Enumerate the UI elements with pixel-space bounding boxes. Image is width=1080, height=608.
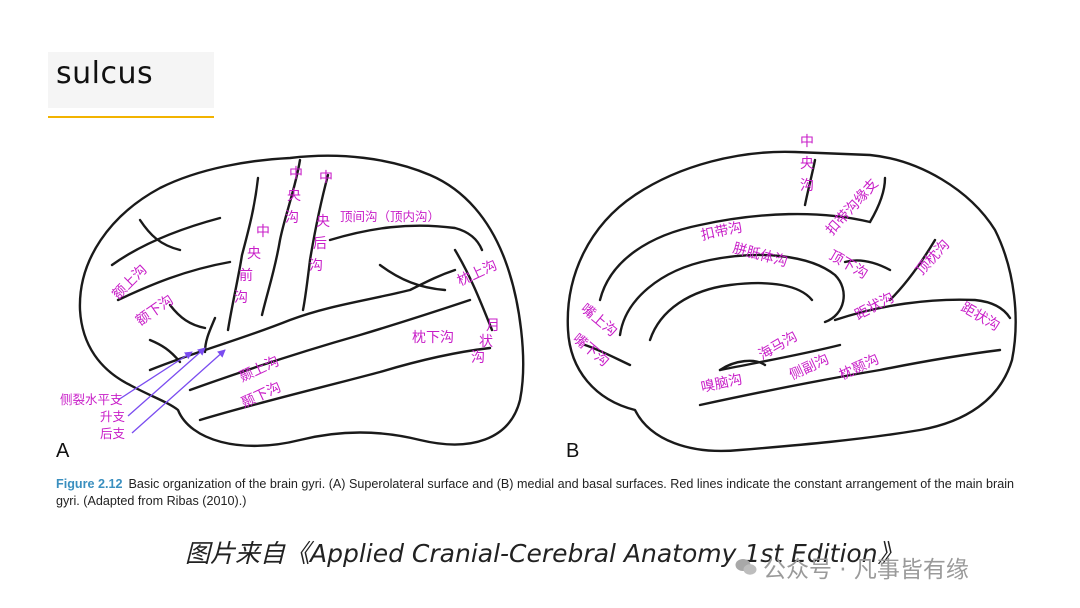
watermark: 公众号 · 凡事皆有缘 — [735, 550, 969, 584]
label-lunate-1: 月 — [486, 318, 500, 334]
label-lunate-3: 沟 — [471, 350, 485, 366]
wechat-icon — [735, 558, 757, 576]
arrow-posterior-ramus — [132, 350, 225, 433]
label-intraparietal: 顶间沟（顶内沟） — [340, 209, 440, 224]
label-marginal: 扣带沟缘支 — [823, 176, 882, 239]
label-lateral-posterior: 后支 — [100, 426, 126, 441]
label-rhinal: 嗅脑沟 — [700, 372, 744, 396]
label-callosal: 胼胝体沟 — [731, 240, 789, 270]
panel-a-letter: A — [56, 440, 69, 463]
arrow-ascending-ramus — [128, 348, 205, 416]
label-calcarine-1: 距状沟 — [852, 290, 897, 324]
intraparietal-line — [330, 226, 482, 250]
figure-label: Figure 2.12 — [56, 477, 123, 491]
label-inferior-occipital: 枕下沟 — [412, 330, 454, 346]
label-medial-central-1: 中 — [800, 134, 814, 150]
label-lateral-ascending: 升支 — [100, 409, 126, 424]
watermark-text: 公众号 · 凡事皆有缘 — [763, 550, 969, 584]
label-lateral-horizontal: 侧裂水平支 — [60, 392, 123, 407]
label-precentral-1: 中 — [256, 224, 270, 240]
label-central-2: 央 — [287, 188, 301, 204]
corpus-callosum-outer — [620, 255, 844, 335]
label-lunate-2: 状 — [479, 334, 493, 350]
label-precentral-4: 沟 — [234, 290, 248, 306]
label-postcentral-3: 后 — [313, 236, 327, 252]
label-postcentral-4: 沟 — [309, 258, 323, 274]
label-medial-central-3: 沟 — [800, 178, 814, 194]
label-precentral-2: 央 — [247, 246, 261, 262]
label-inferior-frontal: 额下沟 — [133, 292, 177, 329]
label-central-1: 中 — [289, 166, 303, 182]
label-medial-central-2: 央 — [800, 156, 814, 172]
label-occipitotemporal: 枕颞沟 — [837, 351, 882, 383]
frontal-minor-2 — [170, 305, 205, 328]
panel-b-letter: B — [566, 440, 579, 463]
superior-frontal-line — [112, 218, 220, 265]
label-postcentral-1: 中 — [319, 170, 333, 186]
lateral-outline — [80, 156, 523, 446]
label-postcentral-2: 央 — [316, 214, 330, 230]
label-superior-frontal: 额上沟 — [110, 262, 151, 303]
label-subparietal: 顶下沟 — [826, 248, 870, 283]
brain-diagram: 中 央 沟 中 央 后 沟 中 央 前 沟 顶间沟（顶内沟） 额上沟 额下沟 颞… — [0, 0, 1080, 470]
label-precentral-3: 前 — [239, 267, 253, 284]
label-central-3: 沟 — [285, 210, 299, 226]
lateral-horizontal-ramus — [150, 340, 180, 362]
figure-caption-text: Basic organization of the brain gyri. (A… — [56, 477, 1014, 508]
